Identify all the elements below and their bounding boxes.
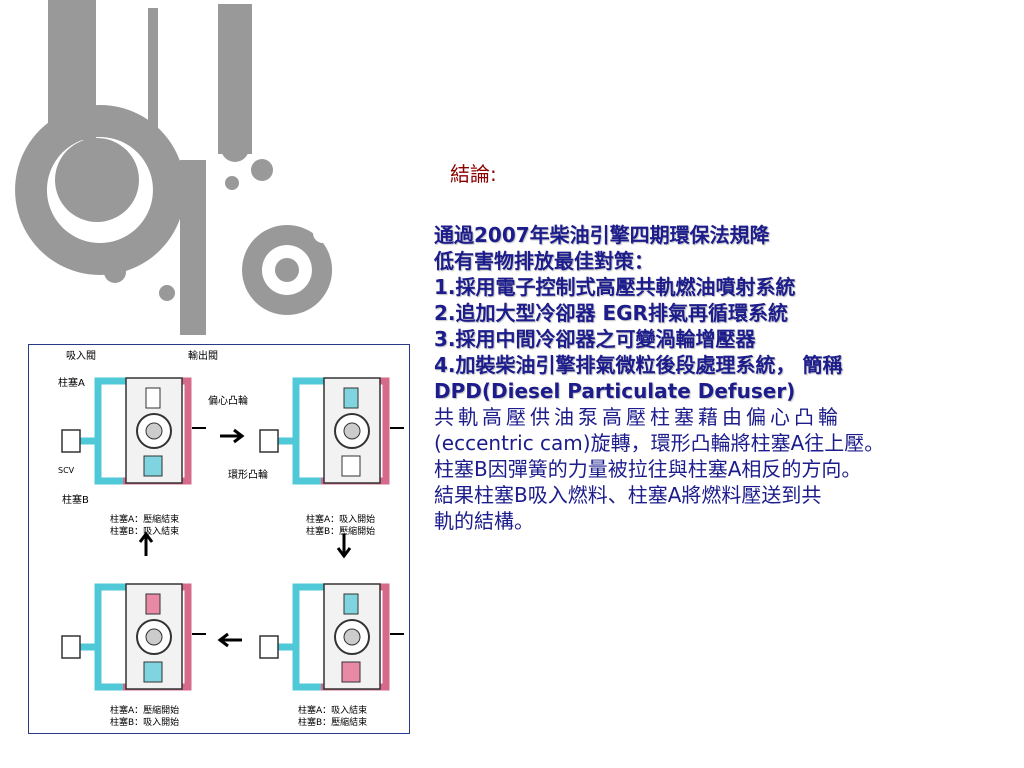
cam-hub [343,628,361,646]
pipe-cyan [292,583,326,691]
flow-arrow-right [220,428,245,444]
flow-arrow-left [217,632,242,648]
explanation-line-1: 共軌高壓供油泵高壓柱塞藉由偏心凸輪 [434,405,842,429]
panel-1-caption-1: 柱塞A：壓縮結束 [110,513,179,525]
label-intake-valve: 吸入閥 [66,350,96,362]
panel-4-caption-2: 柱塞B：壓縮結束 [298,716,367,728]
panel-1-caption-2: 柱塞B：吸入結束 [110,525,179,537]
deco-ring-large [15,105,186,275]
plunger-a [343,593,359,615]
panel-3-caption-2: 柱塞B：吸入開始 [110,716,179,728]
deco-bar-3 [218,4,252,154]
explanation-line-4: 結果柱塞B吸入燃料、柱塞A將燃料壓送到共 [434,483,822,507]
label-scv: SCV [58,466,75,475]
deco-dot-4 [104,261,126,283]
panel-4-caption-1: 柱塞A：吸入結束 [298,704,367,716]
plunger-b [143,661,163,683]
conclusion-title: 結論: [450,162,497,186]
label-plunger-b: 柱塞B [62,493,89,506]
scv-valve [61,635,81,659]
panel-1: 吸入閥 輸出閥 柱塞A 偏心凸輪 環形凸輪 SCV 柱塞B 柱塞A：壓縮結束 柱… [58,349,268,537]
cam-hub [145,422,163,440]
plunger-b [341,455,361,477]
deco-dot-2 [251,159,273,181]
cam-hub [145,628,163,646]
flow-arrow-up [138,531,154,556]
pipe-cyan [94,377,128,485]
explanation-line-2: (eccentric cam)旋轉，環形凸輪將柱塞A往上壓。 [434,431,885,455]
deco-dot-1 [221,134,249,162]
deco-ring-small-core [275,258,299,282]
strategy-item-3: 3.採用中間冷卻器之可變渦輪增壓器 [434,327,756,351]
panel-3-caption-1: 柱塞A：壓縮開始 [110,704,179,716]
panel-2-caption-2: 柱塞B：壓縮開始 [306,525,375,537]
plunger-b [143,455,163,477]
conclusion-text: 通過2007年柴油引擎四期環保法規降 低有害物排放最佳對策： 1.採用電子控制式… [434,222,979,534]
plunger-a [145,593,161,615]
strategy-heading-line-2: 低有害物排放最佳對策： [434,249,654,273]
deco-dot-5 [159,285,175,301]
deco-bar-4 [180,160,206,335]
scv-valve [61,429,81,453]
plunger-a [145,387,161,409]
scv-valve [259,429,279,453]
plunger-b [341,661,361,683]
strategy-heading-line-1: 通過2007年柴油引擎四期環保法規降 [434,223,770,247]
decorative-graphic [15,0,333,335]
strategy-item-4: 4.加裝柴油引擎排氣微粒後段處理系統， 簡稱 [434,353,843,377]
pump-diagram: 吸入閥 輸出閥 柱塞A 偏心凸輪 環形凸輪 SCV 柱塞B 柱塞A：壓縮結束 柱… [28,344,410,734]
pipe-cyan [94,583,128,691]
label-eccentric-cam: 偏心凸輪 [208,394,248,407]
cam-hub [343,422,361,440]
label-outlet-valve: 輸出閥 [188,349,218,362]
strategy-item-2: 2.追加大型冷卻器 EGR排氣再循環系統 [434,301,788,325]
explanation-line-5: 軌的結構。 [434,509,534,533]
deco-ring-small [242,225,333,315]
plunger-a [343,387,359,409]
label-plunger-a: 柱塞A [58,376,85,389]
pipe-cyan [292,377,326,485]
panel-3: 柱塞A：壓縮開始 柱塞B：吸入開始 [61,583,206,728]
deco-dot-3 [225,176,239,190]
scv-valve [259,635,279,659]
panel-4: 柱塞A：吸入結束 柱塞B：壓縮結束 [259,583,404,728]
panel-2-caption-1: 柱塞A：吸入開始 [306,513,375,525]
label-ring-cam: 環形凸輪 [228,468,268,481]
deco-ring-large-core [55,138,139,222]
flow-arrow-down [336,534,352,559]
strategy-item-1: 1.採用電子控制式高壓共軌燃油噴射系統 [434,275,796,299]
explanation-line-3: 柱塞B因彈簧的力量被拉往與柱塞A相反的方向。 [434,457,862,481]
strategy-item-4-cont: DPD(Diesel Particulate Defuser) [434,379,796,403]
deco-bar-2 [148,8,158,140]
deco-dot-6 [313,223,333,243]
panel-2: 柱塞A：吸入開始 柱塞B：壓縮開始 [259,377,404,537]
